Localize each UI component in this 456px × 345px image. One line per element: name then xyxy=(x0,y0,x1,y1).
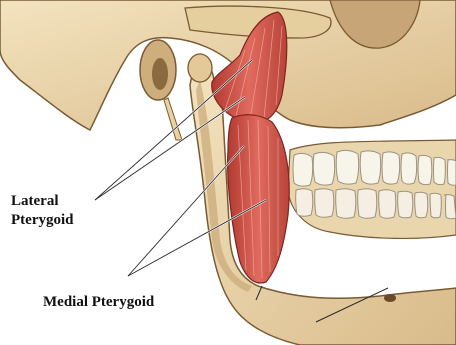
lateral-pterygoid-label: Lateral Pterygoid xyxy=(11,192,73,230)
lower-teeth xyxy=(296,189,456,219)
mental-foramen xyxy=(384,294,396,302)
medial-pterygoid-label: Medial Pterygoid xyxy=(43,293,154,312)
lateral-pterygoid-label-line1: Lateral xyxy=(11,192,73,211)
mandibular-condyle xyxy=(188,54,212,82)
lateral-pterygoid-label-line2: Pterygoid xyxy=(11,211,73,230)
ear-canal-opening xyxy=(152,58,168,90)
